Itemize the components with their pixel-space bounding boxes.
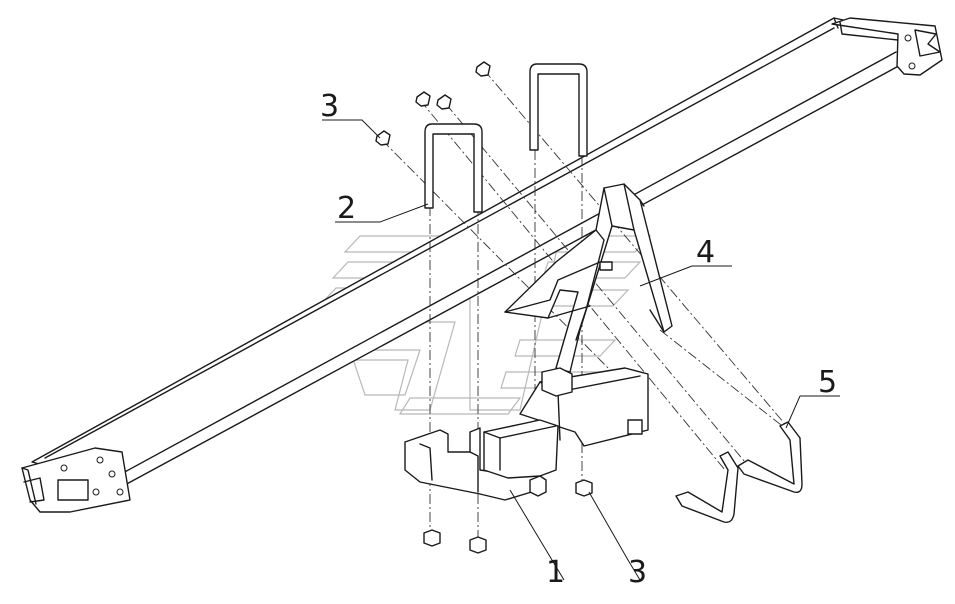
u-bolt-left bbox=[424, 123, 483, 213]
callout-1: 1 bbox=[546, 555, 565, 590]
nuts-lower bbox=[423, 479, 593, 554]
callout-5: 5 bbox=[818, 365, 837, 400]
hooks bbox=[675, 421, 803, 524]
callout-3-top: 3 bbox=[320, 89, 339, 124]
nuts-upper bbox=[375, 61, 491, 146]
cross-beam bbox=[21, 17, 943, 513]
callout-4: 4 bbox=[696, 235, 715, 270]
u-bolt-right bbox=[529, 63, 588, 157]
callout-3-bottom: 3 bbox=[628, 555, 647, 590]
support-bracket bbox=[504, 183, 673, 373]
callout-2: 2 bbox=[337, 191, 356, 226]
leader-lines bbox=[322, 119, 840, 581]
mounting-bracket bbox=[404, 367, 649, 501]
